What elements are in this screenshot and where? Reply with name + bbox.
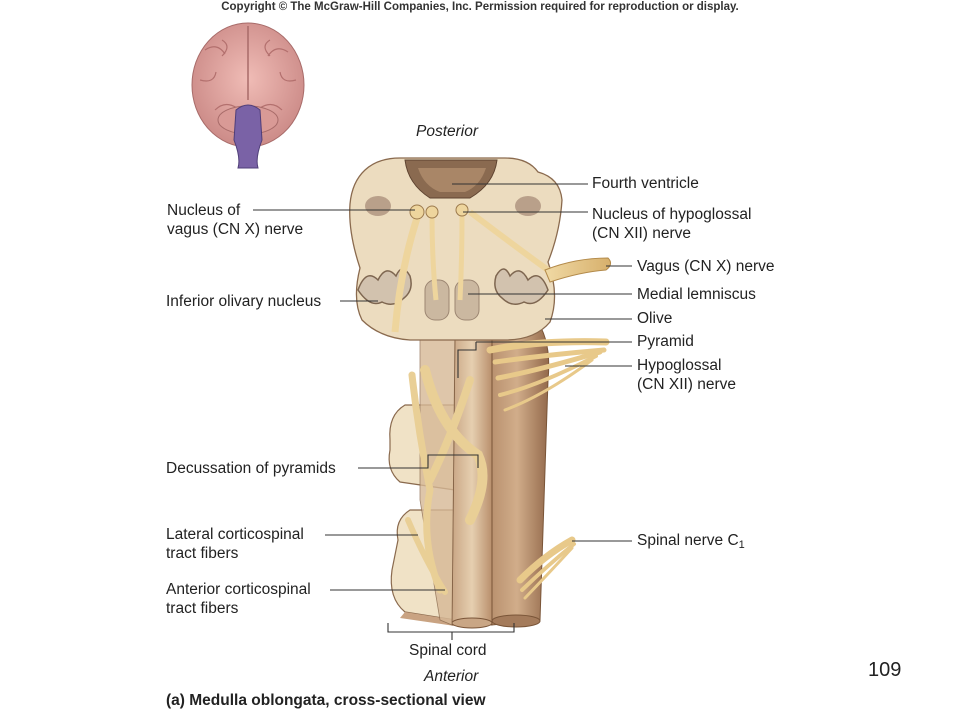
spinal-nerve-text: Spinal nerve C <box>637 532 739 549</box>
medulla-cross-section <box>349 157 563 341</box>
label-inferior-olivary: Inferior olivary nucleus <box>166 293 322 310</box>
label-pyramid: Pyramid <box>637 333 694 350</box>
label-vagus-nerve: Vagus (CN X) nerve <box>637 258 775 275</box>
copyright-notice: Copyright © The McGraw-Hill Companies, I… <box>221 1 739 13</box>
spinal-nerve-c1 <box>516 536 576 600</box>
label-nucleus-hypoglossal-2: (CN XII) nerve <box>592 225 692 242</box>
label-spinal-cord: Spinal cord <box>409 642 487 659</box>
label-medial-lemniscus: Medial lemniscus <box>637 286 756 303</box>
spinal-nerve-subscript: 1 <box>738 539 745 551</box>
label-nucleus-vagus-1: Nucleus of <box>167 202 241 219</box>
leader-lines <box>253 183 632 640</box>
label-fourth-ventricle: Fourth ventricle <box>592 175 699 192</box>
label-olive: Olive <box>637 310 673 327</box>
label-nucleus-vagus-2: vagus (CN X) nerve <box>167 221 304 238</box>
label-hypoglossal-1: Hypoglossal <box>637 357 722 374</box>
label-spinal-nerve-c1: Spinal nerve C1 <box>637 531 745 555</box>
label-hypoglossal-2: (CN XII) nerve <box>637 376 737 393</box>
page-number: 109 <box>868 659 902 681</box>
brain-thumbnail <box>191 22 305 169</box>
label-nucleus-hypoglossal-1: Nucleus of hypoglossal <box>592 206 752 223</box>
label-decussation: Decussation of pyramids <box>166 460 336 477</box>
label-anterior-cst-1: Anterior corticospinal <box>166 581 311 598</box>
label-anterior-cst-2: tract fibers <box>166 600 239 617</box>
label-lateral-cst-1: Lateral corticospinal <box>166 526 304 543</box>
posterior-label: Posterior <box>416 123 479 140</box>
anterior-label: Anterior <box>424 668 479 685</box>
vagus-nerve <box>544 257 612 283</box>
figure-caption: (a) Medulla oblongata, cross-sectional v… <box>166 692 486 709</box>
label-lateral-cst-2: tract fibers <box>166 545 239 562</box>
